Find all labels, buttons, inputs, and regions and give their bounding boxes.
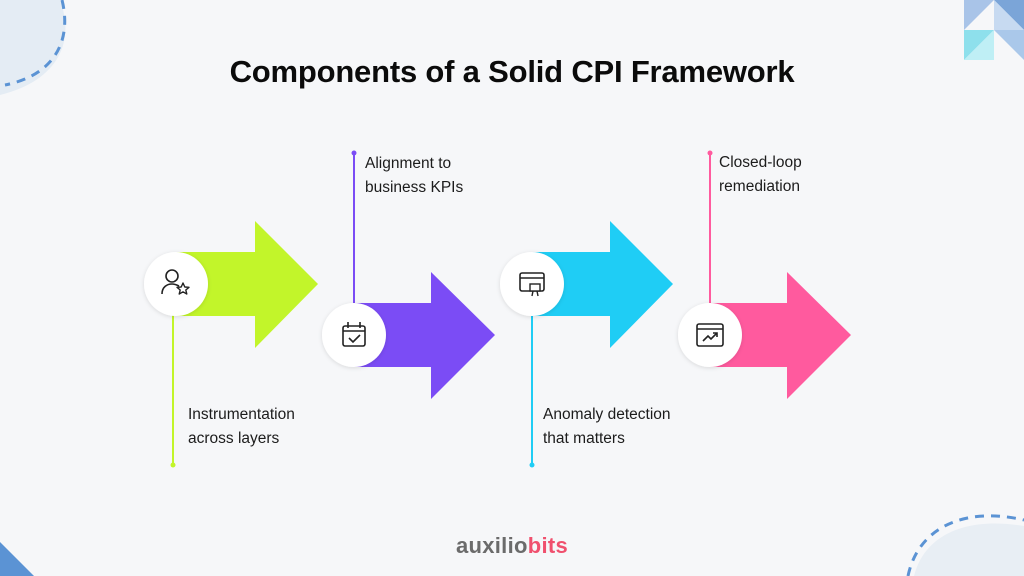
user-star-icon bbox=[144, 252, 208, 316]
monitor-certificate-icon bbox=[500, 252, 564, 316]
top-right-decoration bbox=[964, 0, 1024, 60]
bottom-left-decoration bbox=[0, 542, 34, 576]
brand-logo: auxiliobits bbox=[455, 533, 569, 558]
top-left-decoration bbox=[0, 0, 67, 95]
label-anomaly-detection: Anomaly detection that matters bbox=[543, 406, 671, 447]
label-alignment: Alignment to business KPIs bbox=[365, 155, 464, 196]
connector-dot-3 bbox=[529, 462, 535, 468]
arrow-4 bbox=[710, 272, 851, 399]
arrow-1 bbox=[176, 221, 318, 348]
arrow-3 bbox=[532, 221, 673, 348]
connector-dot-2 bbox=[351, 150, 357, 156]
connector-dot-4 bbox=[707, 150, 713, 156]
calendar-check-icon bbox=[322, 303, 386, 367]
label-closed-loop: Closed-loop remediation bbox=[719, 154, 802, 195]
connector-dot-1 bbox=[170, 462, 176, 468]
label-instrumentation: Instrumentation across layers bbox=[188, 406, 295, 447]
page-title: Components of a Solid CPI Framework bbox=[229, 54, 795, 89]
trend-chart-icon bbox=[678, 303, 742, 367]
bottom-right-decoration bbox=[906, 514, 1024, 576]
arrow-2 bbox=[354, 272, 495, 399]
